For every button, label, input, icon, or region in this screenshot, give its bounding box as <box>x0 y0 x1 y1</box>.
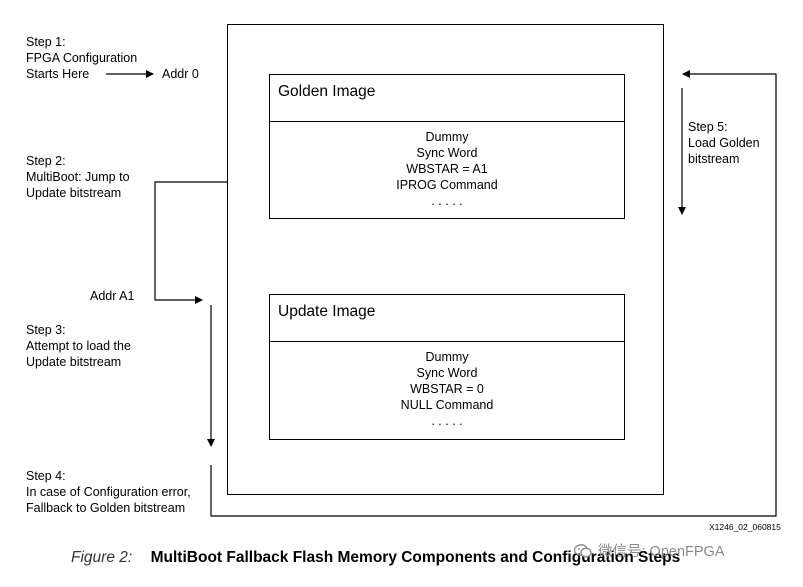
golden-image-title: Golden Image <box>278 83 376 100</box>
golden-image-divider <box>270 121 624 122</box>
golden-image-box: Golden Image Dummy Sync Word WBSTAR = A1… <box>269 74 625 219</box>
golden-line-command: IPROG Command <box>396 178 498 192</box>
golden-line-wbstar: WBSTAR = A1 <box>406 162 488 176</box>
golden-image-contents: Dummy Sync Word WBSTAR = A1 IPROG Comman… <box>270 129 624 209</box>
watermark-text: 微信号: OpenFPGA <box>598 544 725 560</box>
step3-label: Step 3: Attempt to load the Update bitst… <box>26 322 131 370</box>
step5-label: Step 5: Load Golden bitstream <box>688 119 760 167</box>
addrA1-label: Addr A1 <box>90 289 135 303</box>
wechat-icon <box>574 544 592 558</box>
update-line-ellipsis: . . . . . <box>431 414 463 428</box>
step4-line1: In case of Configuration error, <box>26 485 191 499</box>
step1-line2: Starts Here <box>26 67 90 81</box>
update-line-command: NULL Command <box>400 398 494 412</box>
update-image-contents: Dummy Sync Word WBSTAR = 0 NULL Command … <box>270 349 624 429</box>
update-line-dummy: Dummy <box>425 350 469 364</box>
figure-caption-text: MultiBoot Fallback Flash Memory Componen… <box>150 549 681 566</box>
update-line-sync-word: Sync Word <box>416 366 478 380</box>
step4-line2: Fallback to Golden bitstream <box>26 501 186 515</box>
golden-line-ellipsis: . . . . . <box>431 194 463 208</box>
figure-number: Figure 2: <box>71 549 133 566</box>
update-image-title: Update Image <box>278 303 376 320</box>
step3-heading: Step 3: <box>26 323 66 337</box>
step1-line1: FPGA Configuration <box>26 51 138 65</box>
step2-label: Step 2: MultiBoot: Jump to Update bitstr… <box>26 153 130 201</box>
step3-line1: Attempt to load the <box>26 339 131 353</box>
step5-line2: bitstream <box>688 152 740 166</box>
figure-caption: Figure 2: MultiBoot Fallback Flash Memor… <box>71 549 680 567</box>
step5-line1: Load Golden <box>688 136 760 150</box>
step4-label: Step 4: In case of Configuration error, … <box>26 468 191 516</box>
update-image-box: Update Image Dummy Sync Word WBSTAR = 0 … <box>269 294 625 440</box>
addr0-label: Addr 0 <box>162 67 199 81</box>
step2-line2: Update bitstream <box>26 186 122 200</box>
step3-line2: Update bitstream <box>26 355 122 369</box>
step2-line1: MultiBoot: Jump to <box>26 170 130 184</box>
update-image-divider <box>270 341 624 342</box>
step4-heading: Step 4: <box>26 469 66 483</box>
golden-line-dummy: Dummy <box>425 130 469 144</box>
step1-heading: Step 1: <box>26 35 66 49</box>
step1-label: Step 1: FPGA Configuration Starts Here <box>26 34 137 82</box>
golden-line-sync-word: Sync Word <box>416 146 478 160</box>
document-id: X1246_02_060815 <box>709 522 781 532</box>
update-line-wbstar: WBSTAR = 0 <box>410 382 484 396</box>
watermark: 微信号: OpenFPGA <box>574 540 725 561</box>
step5-heading: Step 5: <box>688 120 728 134</box>
step2-heading: Step 2: <box>26 154 66 168</box>
fallback-loop-arrow <box>210 70 777 517</box>
